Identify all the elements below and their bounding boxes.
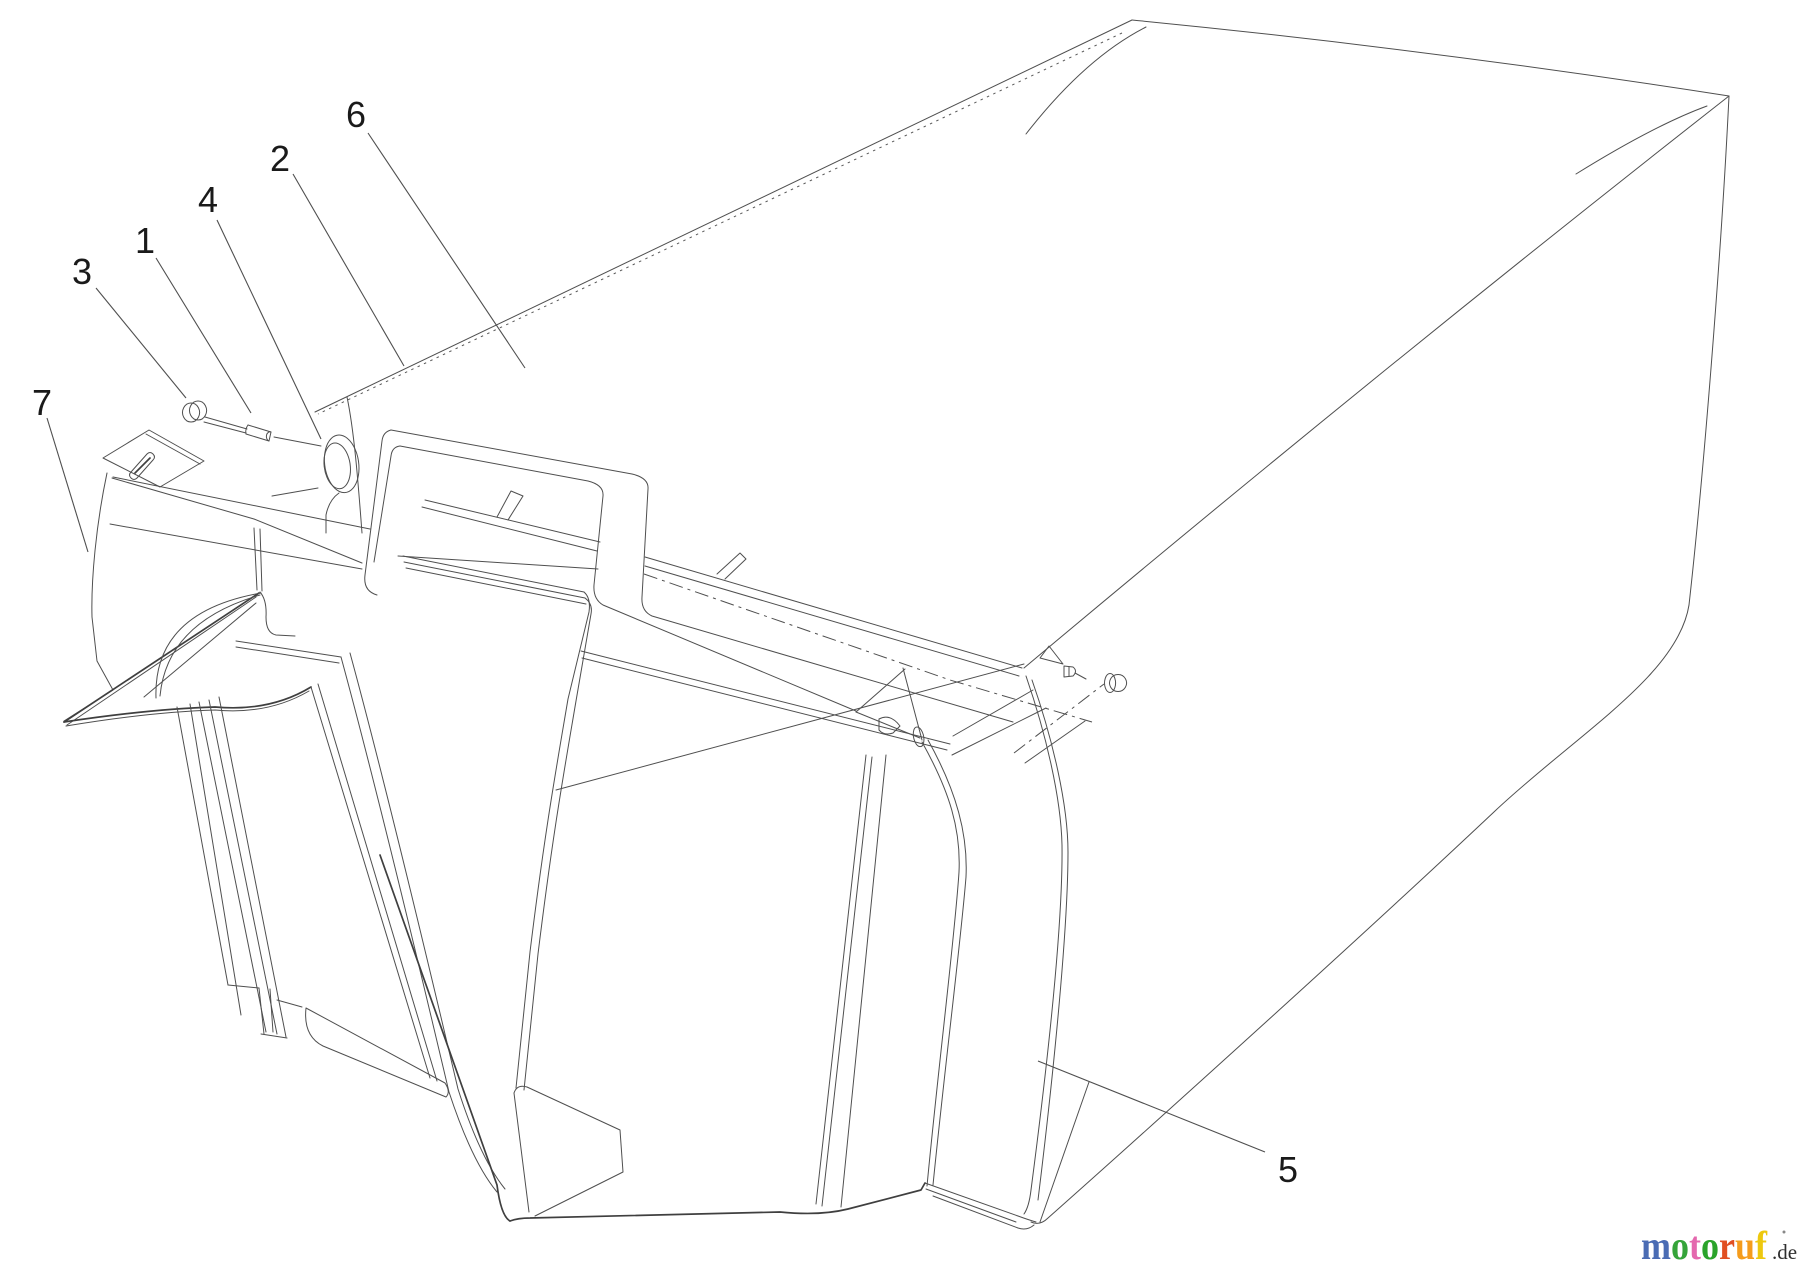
- svg-text:1: 1: [135, 220, 155, 261]
- svg-text:3: 3: [72, 251, 92, 292]
- svg-text:motoruf: motoruf: [1641, 1224, 1768, 1268]
- svg-text:5: 5: [1278, 1149, 1298, 1190]
- svg-text:2: 2: [270, 138, 290, 179]
- svg-text:7: 7: [32, 382, 52, 423]
- svg-text:4: 4: [198, 179, 218, 220]
- svg-text:6: 6: [346, 94, 366, 135]
- svg-text:.de: .de: [1772, 1240, 1797, 1264]
